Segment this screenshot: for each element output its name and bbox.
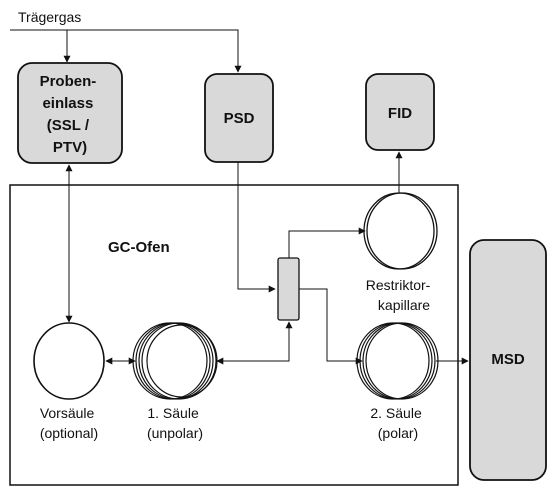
- psd-label: PSD: [224, 110, 255, 127]
- precolumn-coil: [33, 322, 105, 400]
- column1-switch-line: [216, 321, 293, 365]
- precolumn-label: Vorsäule (optional): [40, 405, 98, 441]
- injector-box[interactable]: [17, 62, 123, 164]
- column2-coil: [356, 322, 439, 400]
- psd-switch-line: [237, 162, 276, 293]
- switch-restrictor-line: [288, 227, 366, 258]
- restrictor-coil: [363, 192, 438, 270]
- flow-switch[interactable]: [277, 257, 300, 321]
- restrictor-label: Restriktor- kapillare: [366, 277, 434, 313]
- carrier-gas-label: Trägergas: [18, 9, 81, 25]
- injector-label: Proben- einlass (SSL / PTV): [40, 73, 101, 156]
- carrier-gas-line: [10, 29, 242, 73]
- gc-oven-label: GC-Ofen: [108, 239, 170, 256]
- column2-label: 2. Säule (polar): [370, 405, 425, 441]
- switch-column2-line: [299, 288, 363, 365]
- gc-oven-frame: [9, 184, 459, 486]
- msd-box[interactable]: [469, 239, 547, 481]
- fid-label: FID: [388, 105, 412, 122]
- column1-coil: [132, 322, 218, 400]
- msd-label: MSD: [491, 351, 525, 368]
- column1-label: 1. Säule (unpolar): [147, 405, 203, 441]
- fid-box[interactable]: [365, 73, 435, 151]
- psd-box[interactable]: [204, 73, 274, 163]
